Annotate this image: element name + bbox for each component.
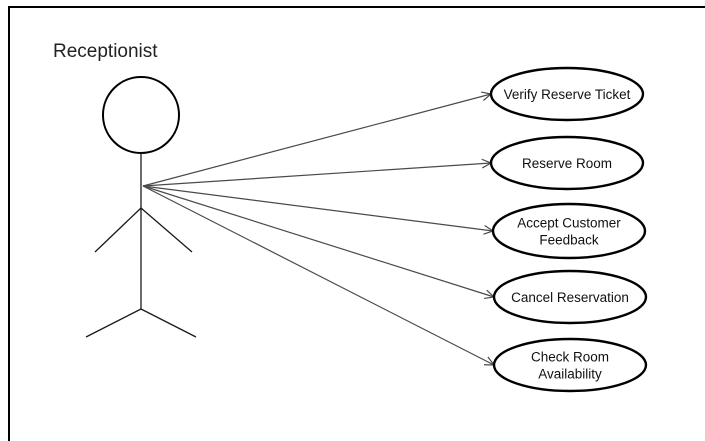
use-case-cancel-reservation: Cancel Reservation [492, 269, 648, 325]
use-case-ellipse [489, 135, 645, 191]
use-case-label: Reserve Room [522, 156, 612, 171]
actor-right-arm [140, 207, 193, 253]
use-case-reserve-room: Reserve Room [489, 135, 645, 191]
actor-head [102, 76, 180, 154]
use-case-label: Availability [538, 367, 602, 382]
actor-left-leg [85, 308, 142, 338]
actor-left-arm [94, 207, 142, 253]
use-case-label: Accept Customer [517, 216, 621, 231]
use-case-label: Cancel Reservation [511, 290, 629, 305]
association-line-verify-reserve-ticket [142, 93, 492, 187]
use-case-ellipse [492, 269, 648, 325]
actor-right-leg [140, 308, 197, 338]
association-line-reserve-room [142, 162, 492, 187]
associations [142, 91, 496, 366]
use-case-ellipse [489, 66, 645, 122]
association-line-check-room-availability [142, 185, 495, 366]
association-line-cancel-reservation [142, 185, 495, 298]
actor-label: Receptionist [53, 41, 158, 62]
use-case-verify-reserve-ticket: Verify Reserve Ticket [489, 66, 645, 122]
use-case-label: Verify Reserve Ticket [504, 87, 631, 102]
actor-figure [85, 76, 197, 338]
use-case-ellipse [491, 202, 647, 260]
use-case-ellipse [492, 337, 648, 393]
use-case-label: Check Room [531, 350, 609, 365]
association-line-accept-customer-feedback [142, 185, 494, 232]
use-case-label: Feedback [539, 233, 599, 248]
